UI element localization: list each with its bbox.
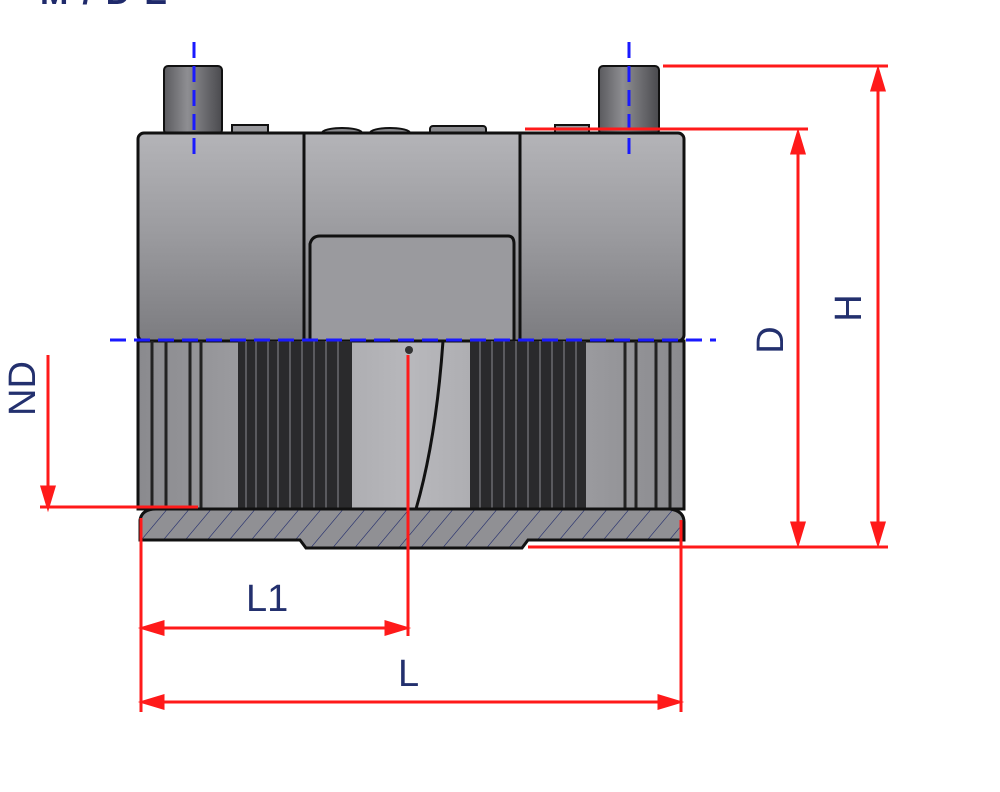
coupler-upper-body — [136, 131, 686, 343]
dimension-label-nd: ND — [2, 361, 44, 416]
dimension-lines — [39, 64, 888, 712]
drawing-title: M/DE — [40, 0, 181, 13]
dimension-label-d: D — [750, 326, 792, 354]
dimension-label-l1: L1 — [246, 578, 289, 620]
dimension-label-h: H — [828, 294, 870, 322]
centerlines — [110, 42, 716, 342]
dimension-label-l: L — [398, 653, 420, 695]
section-hatch — [138, 507, 686, 550]
coupler-lower-body — [136, 339, 686, 511]
